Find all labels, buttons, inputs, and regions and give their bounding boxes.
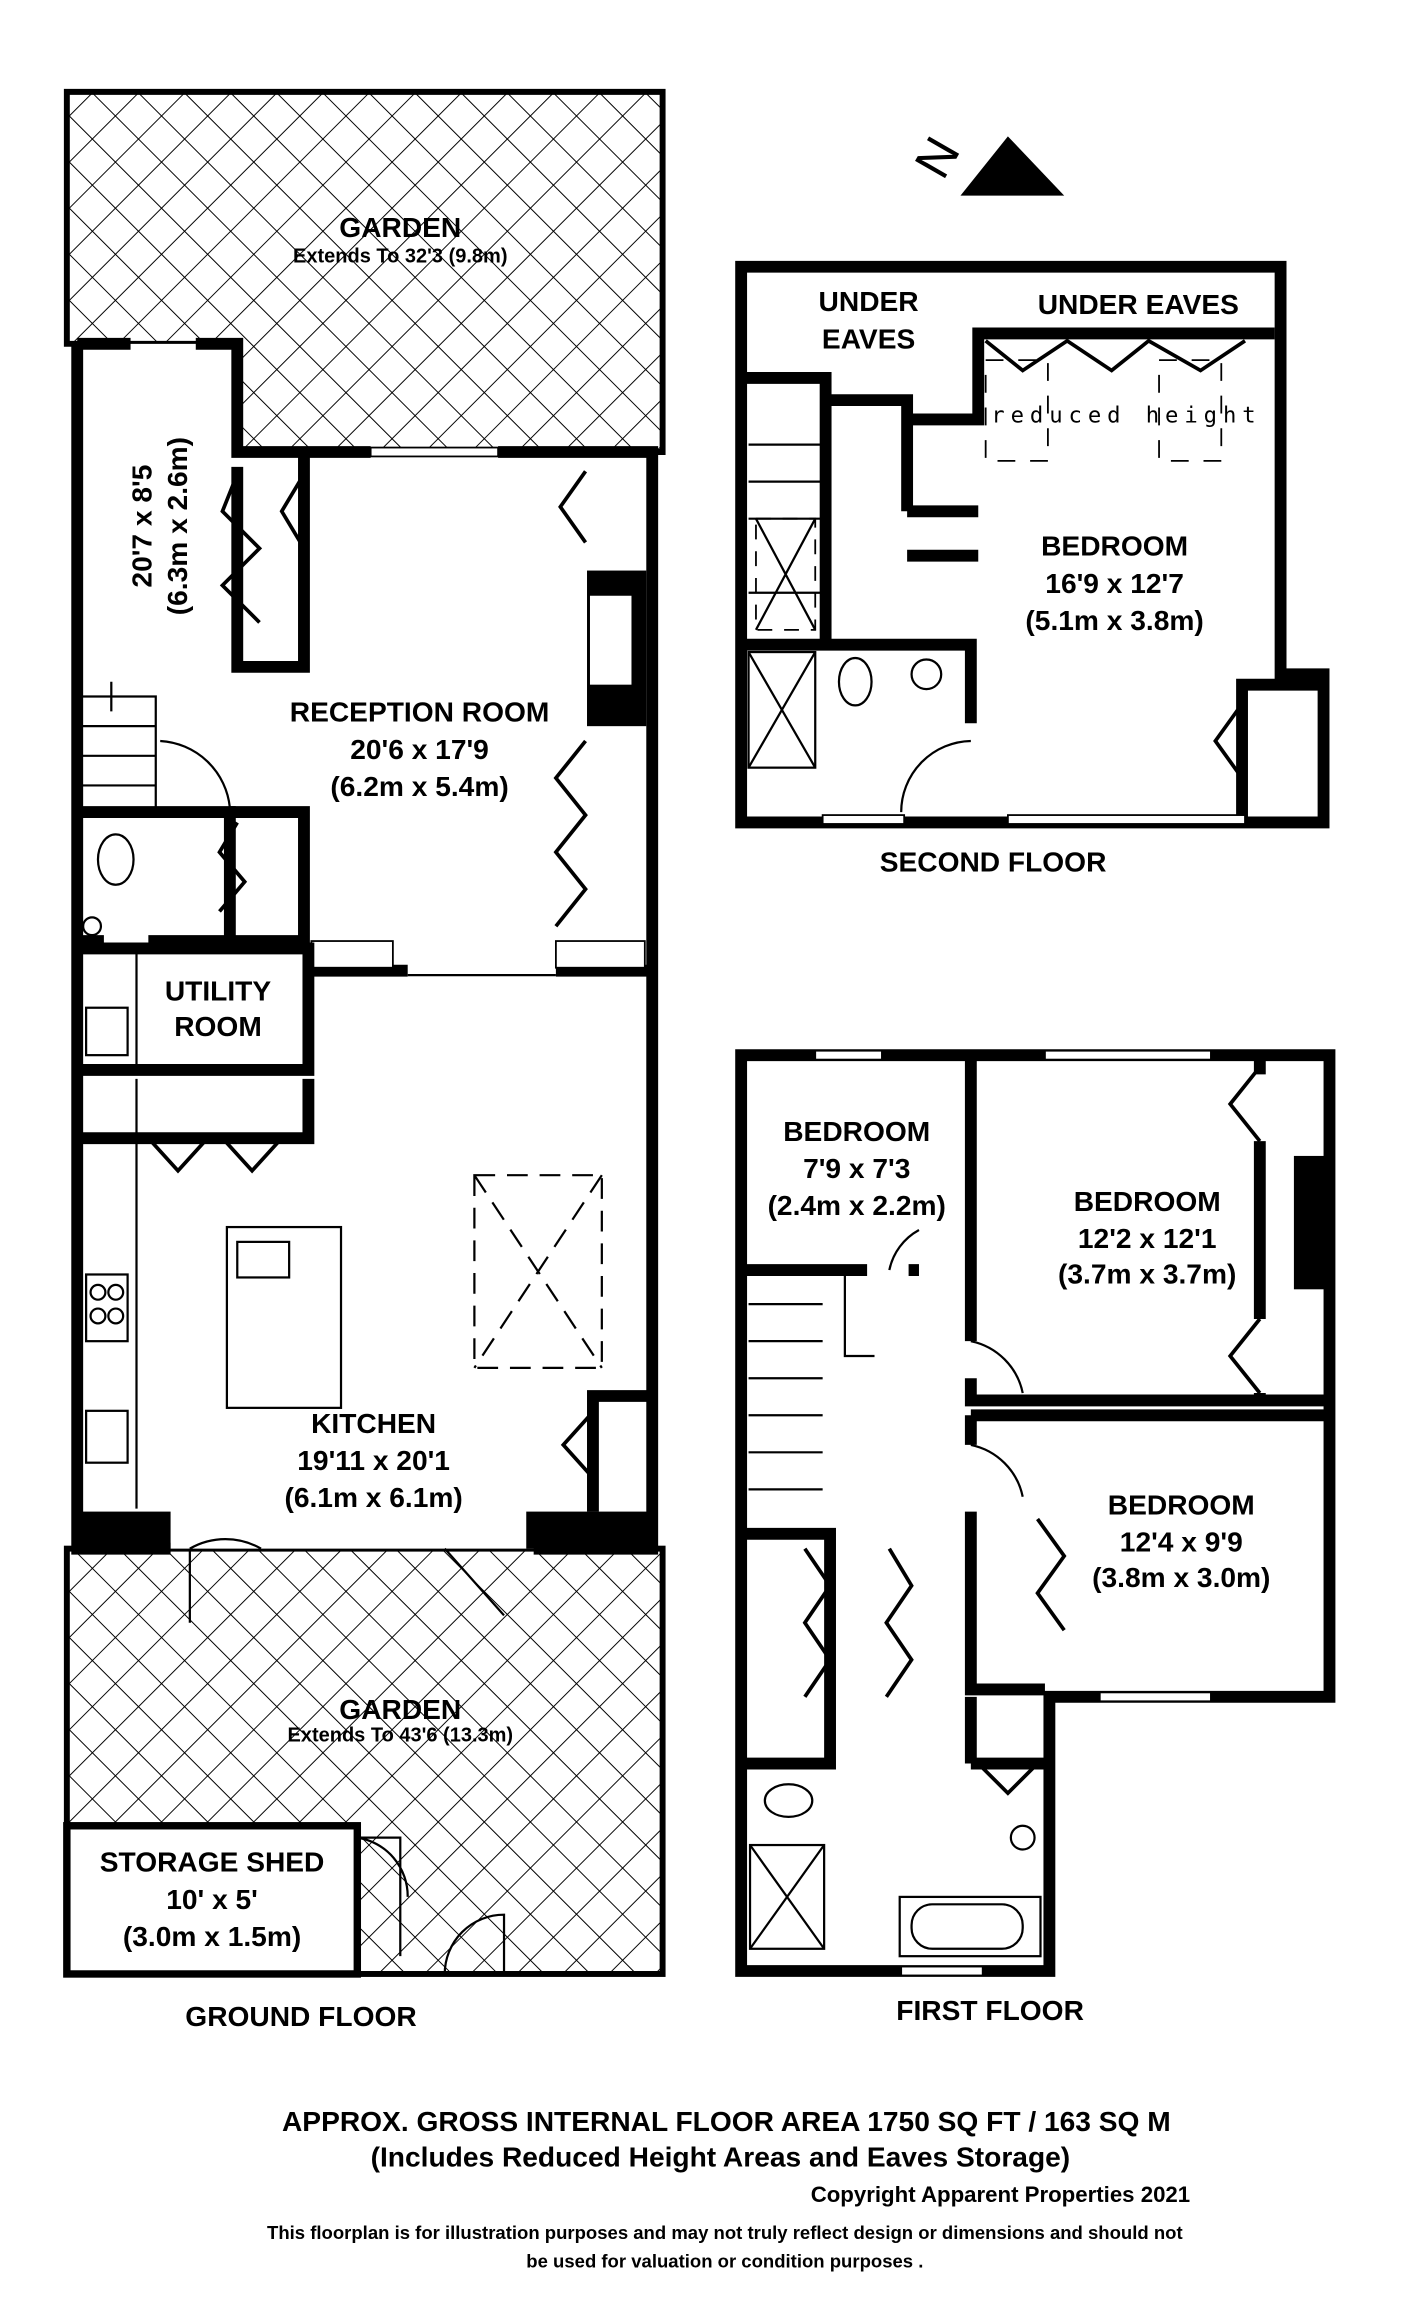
- ground-floor: GARDEN Extends To 32'3 (9.8m) 20'7 x 8'5…: [63, 88, 666, 2032]
- room-label: GARDEN: [339, 1694, 461, 1725]
- kitchen-island: [225, 1225, 343, 1409]
- room-label: (6.2m x 5.4m): [330, 771, 508, 802]
- room-label: 19'11 x 20'1: [297, 1445, 450, 1476]
- room-label: Extends To 43'6 (13.3m): [287, 1724, 513, 1746]
- second-floor: reduced height UNDER EAVES UNDER EAVES B…: [735, 260, 1330, 877]
- room-label: RECEPTION ROOM: [290, 697, 550, 728]
- room-label: 12'4 x 9'9: [1120, 1527, 1243, 1558]
- room-label: 16'9 x 12'7: [1045, 568, 1184, 599]
- north-arrow-icon: N: [903, 127, 1065, 196]
- room-label: BEDROOM: [1074, 1186, 1221, 1217]
- copyright: Copyright Apparent Properties 2021: [811, 2182, 1190, 2207]
- room-label: (6.3m x 2.6m): [162, 437, 193, 615]
- room-label: (3.8m x 3.0m): [1092, 1562, 1270, 1593]
- ground-floor-title: GROUND FLOOR: [185, 2001, 416, 2032]
- first-floor: BEDROOM 7'9 x 7'3 (2.4m x 2.2m) BEDROOM …: [735, 1049, 1336, 2026]
- disclaimer-line-2: be used for valuation or condition purpo…: [526, 2250, 923, 2271]
- room-label: BEDROOM: [1041, 531, 1188, 562]
- room-label: (2.4m x 2.2m): [768, 1190, 946, 1221]
- second-floor-title: SECOND FLOOR: [880, 846, 1107, 877]
- room-label: STORAGE SHED: [100, 1847, 325, 1878]
- floor-area: APPROX. GROSS INTERNAL FLOOR AREA 1750 S…: [282, 2106, 1171, 2137]
- storage-shed-area: [63, 1822, 362, 1978]
- room-label: (3.0m x 1.5m): [123, 1921, 301, 1952]
- room-label: BEDROOM: [1108, 1490, 1255, 1521]
- room-label: N: [903, 127, 971, 187]
- room-label: 20'6 x 17'9: [350, 734, 489, 765]
- room-label: (5.1m x 3.8m): [1025, 605, 1203, 636]
- disclaimer-line-1: This floorplan is for illustration purpo…: [267, 2222, 1183, 2243]
- room-label: 12'2 x 12'1: [1078, 1223, 1217, 1254]
- room-label: UNDER EAVES: [1038, 289, 1239, 320]
- room-label: Extends To 32'3 (9.8m): [293, 245, 507, 267]
- room-label: UTILITY: [165, 975, 272, 1006]
- room-label: UNDER: [819, 286, 919, 317]
- room-label: 20'7 x 8'5: [126, 465, 157, 588]
- room-label: BEDROOM: [783, 1116, 930, 1147]
- room-label: GARDEN: [339, 212, 461, 243]
- first-floor-title: FIRST FLOOR: [896, 1995, 1084, 2026]
- room-label: (6.1m x 6.1m): [284, 1482, 462, 1513]
- room-label: ROOM: [174, 1011, 262, 1042]
- area-note: (Includes Reduced Height Areas and Eaves…: [371, 2142, 1071, 2173]
- room-label: KITCHEN: [311, 1408, 436, 1439]
- room-label: 10' x 5': [166, 1884, 258, 1915]
- room-label: (3.7m x 3.7m): [1058, 1258, 1236, 1289]
- footer: APPROX. GROSS INTERNAL FLOOR AREA 1750 S…: [267, 2106, 1190, 2271]
- room-label: reduced height: [991, 402, 1261, 428]
- room-label: EAVES: [822, 323, 915, 354]
- room-label: 7'9 x 7'3: [803, 1153, 910, 1184]
